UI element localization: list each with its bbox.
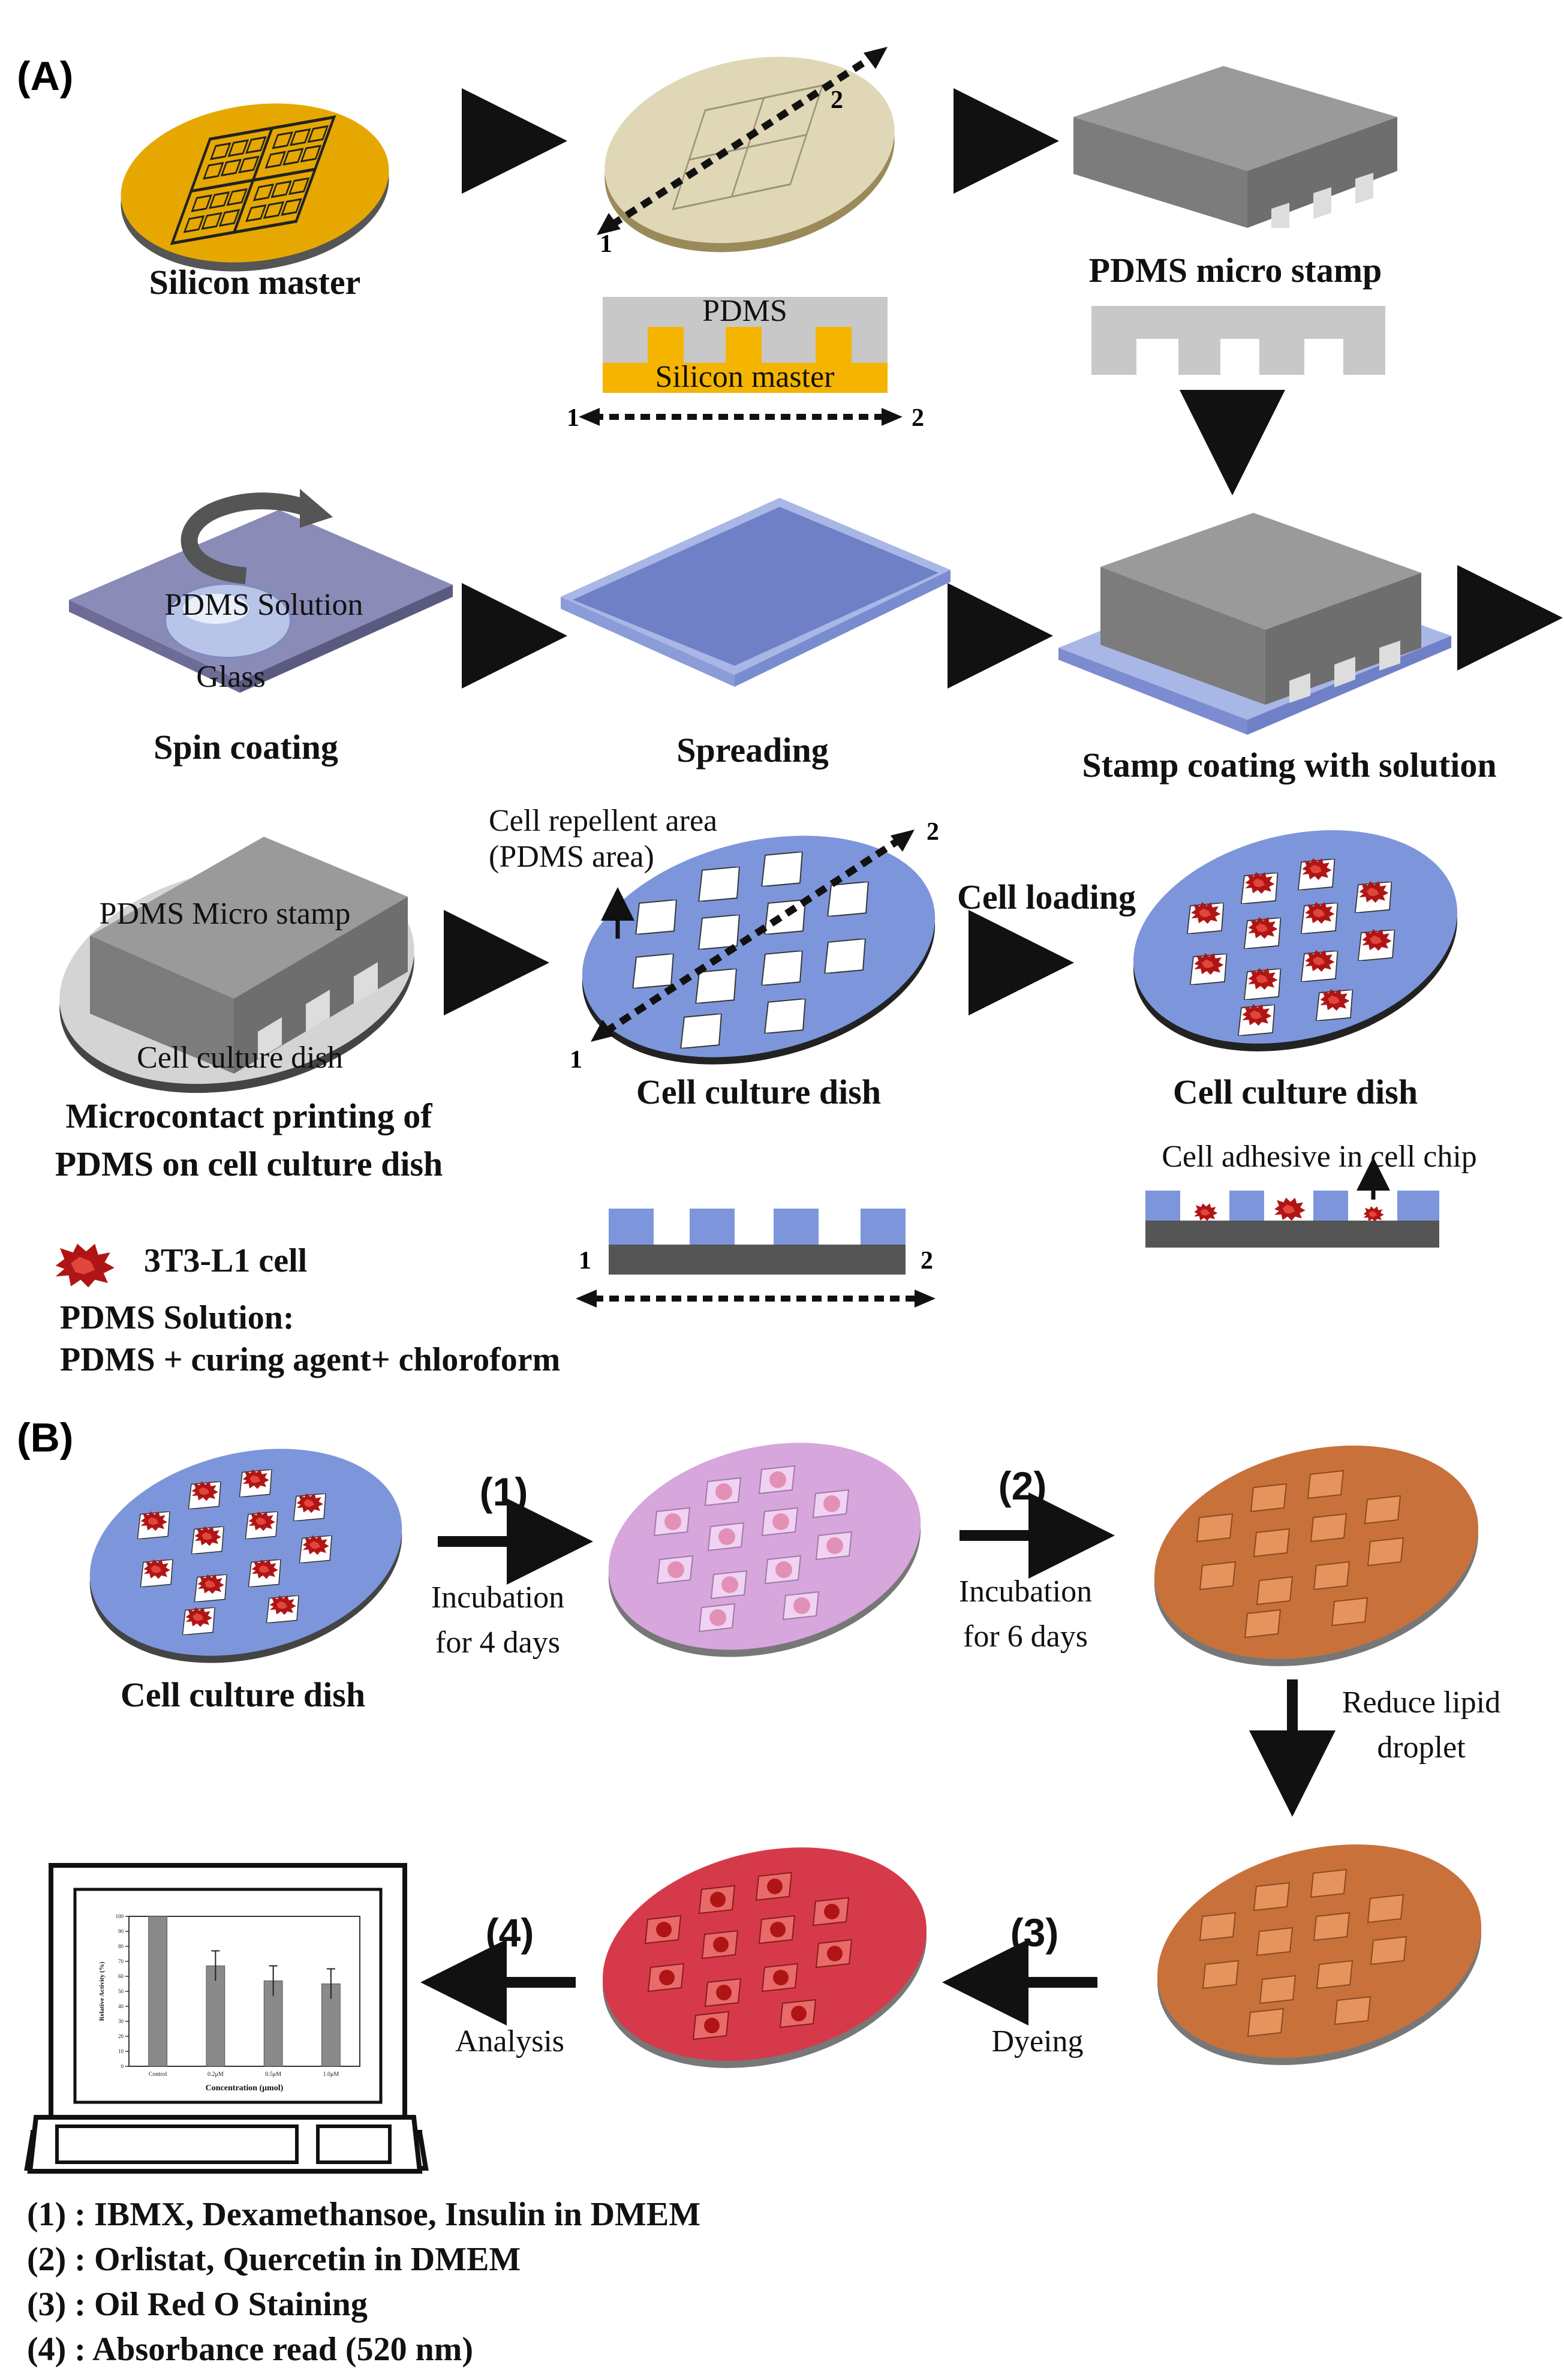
microcontact-caption-line1: Microcontact printing of <box>65 1096 432 1135</box>
chart-x-tick-label: Control <box>149 2071 167 2078</box>
chart-y-tick-label: 0 <box>121 2063 124 2069</box>
dish-red <box>603 1847 927 2068</box>
cross-section-pdms-silicon <box>603 297 888 393</box>
panel-a-label: (A) <box>17 53 73 99</box>
diagonal-cut-arrow <box>597 47 888 235</box>
rotation-arrow-icon <box>181 489 333 584</box>
legend-item-3: (3) : Oil Red O Staining <box>27 2286 368 2323</box>
panel-b-label: (B) <box>17 1415 73 1461</box>
patterned-dish-diagonal-arrow <box>591 830 915 1042</box>
cell-loaded-dish-caption: Cell culture dish <box>1173 1072 1418 1111</box>
stamp-cross-section <box>1091 306 1385 375</box>
step-3-text: Dyeing <box>991 2024 1083 2059</box>
chart-y-tick-label: 20 <box>118 2033 124 2039</box>
stamp-on-dish <box>59 837 414 1093</box>
step-2-text-line1: Incubation <box>959 1574 1092 1609</box>
dish-diag-end-1: 1 <box>570 1046 582 1074</box>
dish-orange-top <box>1154 1446 1478 1666</box>
spreading-film <box>561 498 951 687</box>
chart-y-tick-label: 30 <box>118 2018 124 2024</box>
chart-x-tick-label: 0.5μM <box>265 2071 281 2078</box>
pdms-micro-stamp-3d <box>1073 66 1397 228</box>
chart-y-tick-label: 70 <box>118 1958 124 1964</box>
pdms-micro-stamp-caption: PDMS micro stamp <box>1089 251 1382 290</box>
chart-y-tick-label: 100 <box>116 1913 124 1919</box>
panel-b-dish-caption: Cell culture dish <box>121 1675 365 1714</box>
spin-coating-caption: Spin coating <box>154 728 338 767</box>
step-2-text-line2: for 6 days <box>963 1619 1088 1654</box>
stamp-on-dish-top-label: PDMS Micro stamp <box>100 897 351 931</box>
dish-diag-end-2: 2 <box>927 818 939 846</box>
dish-cross-section <box>576 1209 936 1308</box>
cell-loaded-dish <box>1133 830 1457 1051</box>
chart-y-axis-label: Relative Activity (%) <box>98 1961 106 2021</box>
legend-item-2: (2) : Orlistat, Quercetin in DMEM <box>27 2241 521 2278</box>
glass-label: Glass <box>196 660 266 694</box>
dish-orange-bottom <box>1157 1844 1481 2065</box>
cross-section-end-1: 1 <box>567 404 579 432</box>
step-2-label: (2) <box>998 1464 1047 1508</box>
chart-y-tick-label: 60 <box>118 1973 124 1979</box>
laptop-base <box>27 2115 423 2174</box>
silicon-master-wafer <box>121 103 389 272</box>
cell-adhesive-label: Cell adhesive in cell chip <box>1162 1140 1477 1174</box>
stamp-on-dish-bottom-label: Cell culture dish <box>137 1041 343 1075</box>
chart-y-tick-label: 50 <box>118 1988 124 1994</box>
microcontact-caption-line2: PDMS on cell culture dish <box>55 1144 443 1183</box>
pdms-solution-recipe: PDMS + curing agent+ chloroform <box>60 1341 560 1378</box>
chart-x-axis-label: Concentration (μmol) <box>206 2084 284 2093</box>
spin-coating-glass <box>69 510 453 693</box>
repellent-label-line1: Cell repellent area <box>489 804 717 838</box>
repellent-label-line2: (PDMS area) <box>489 840 654 874</box>
pdms-solution-title: PDMS Solution: <box>60 1299 294 1336</box>
spreading-caption: Spreading <box>676 731 829 770</box>
reduce-lipid-line1: Reduce lipid <box>1342 1685 1500 1720</box>
pdms-solution-label: PDMS Solution <box>165 588 363 622</box>
patterned-dish <box>582 836 936 1065</box>
cell-loading-label: Cell loading <box>957 878 1136 916</box>
cross-section-silicon-label: Silicon master <box>655 360 835 394</box>
chart-bar <box>206 1966 225 2067</box>
dish-pink <box>608 1443 921 1657</box>
step-3-label: (3) <box>1010 1910 1059 1955</box>
cross-section-pdms-label: PDMS <box>702 294 787 328</box>
chart-x-tick-label: 1.0μM <box>323 2071 339 2078</box>
patterned-dish-caption: Cell culture dish <box>636 1072 881 1111</box>
chart-y-tick-label: 80 <box>118 1943 124 1949</box>
reduce-lipid-line2: droplet <box>1377 1730 1466 1765</box>
stamp-coating-caption: Stamp coating with solution <box>1082 746 1496 785</box>
cell-legend-icon <box>55 1243 115 1288</box>
chart-x-tick-label: 0.2μM <box>207 2071 224 2078</box>
cell-chip-cross-section <box>1145 1191 1439 1248</box>
dish-cross-end-1: 1 <box>579 1247 591 1275</box>
cell-legend-label: 3T3-L1 cell <box>144 1242 307 1279</box>
chart-y-tick-label: 40 <box>118 2003 124 2009</box>
diag-end-1: 1 <box>600 230 612 258</box>
chart-y-tick-label: 90 <box>118 1928 124 1934</box>
silicon-master-caption: Silicon master <box>149 263 361 302</box>
step-1-label: (1) <box>480 1470 528 1514</box>
chart-y-tick-label: 10 <box>118 2048 124 2054</box>
legend-item-4: (4) : Absorbance read (520 nm) <box>27 2331 473 2368</box>
pdms-on-wafer <box>604 56 895 253</box>
cross-section-arrow <box>579 408 903 426</box>
dish-blue <box>89 1449 402 1663</box>
step-1-text-line2: for 4 days <box>435 1625 560 1660</box>
step-1-text-line1: Incubation <box>431 1580 564 1615</box>
step-4-text: Analysis <box>455 2024 564 2059</box>
step-4-label: (4) <box>486 1910 534 1955</box>
dish-cross-end-2: 2 <box>921 1247 933 1275</box>
diag-end-2: 2 <box>831 86 843 114</box>
cross-section-end-2: 2 <box>912 404 924 432</box>
legend-item-1: (1) : IBMX, Dexamethansoe, Insulin in DM… <box>27 2196 700 2233</box>
stamp-coating <box>1058 513 1451 735</box>
chart-bar <box>148 1916 168 2067</box>
